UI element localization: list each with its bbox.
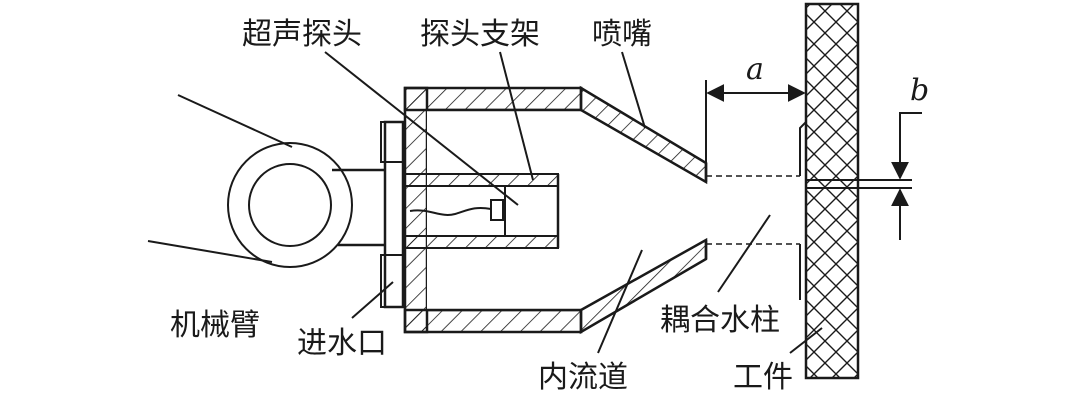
label-workpiece: 工件 xyxy=(733,360,793,395)
label-inner-channel: 内流道 xyxy=(538,360,628,395)
plate-body xyxy=(383,120,405,309)
leader-water-inlet xyxy=(351,281,394,319)
upper-clamp xyxy=(380,121,404,163)
leader-coupling-water xyxy=(717,214,771,293)
leader-nozzle xyxy=(621,51,646,129)
workpiece-body xyxy=(804,2,860,380)
dim-b-leader xyxy=(891,112,922,180)
leader-robot-arm-upper xyxy=(177,94,293,148)
dim-b-label: b xyxy=(910,73,929,108)
robot-arm xyxy=(227,142,385,268)
probe-cable xyxy=(409,206,492,216)
probe-crystal xyxy=(490,199,504,221)
arm-inner-circle xyxy=(248,163,332,247)
dimension-a: a xyxy=(705,52,806,163)
nozzle-upper-wall xyxy=(579,85,708,185)
leader-workpiece xyxy=(789,327,823,354)
label-nozzle: 喷嘴 xyxy=(592,17,652,52)
dim-a-label: a xyxy=(746,52,764,87)
leader-probe-holder xyxy=(499,51,534,181)
mounting-plate xyxy=(380,120,405,309)
housing-bottom-wall xyxy=(403,308,583,334)
label-probe-holder: 探头支架 xyxy=(420,17,540,52)
label-coupling-water-column: 耦合水柱 xyxy=(660,303,780,338)
probe-body xyxy=(504,185,559,237)
leader-robot-arm-lower xyxy=(147,240,273,263)
lower-clamp-water-inlet xyxy=(380,254,404,308)
dimension-b: b xyxy=(806,73,929,240)
arm-outer-circle xyxy=(227,142,353,268)
housing-top-wall xyxy=(403,86,583,112)
label-ultrasonic-probe: 超声探头 xyxy=(242,17,362,52)
text-labels: 超声探头 探头支架 喷嘴 机械臂 进水口 内流道 耦合水柱 工件 xyxy=(170,17,793,395)
leader-ultrasonic-probe xyxy=(324,51,519,206)
workpiece xyxy=(804,2,860,380)
coupling-water-column xyxy=(706,121,807,300)
leader-inner-channel xyxy=(597,249,643,354)
ultrasonic-probe xyxy=(409,185,559,237)
label-water-inlet: 进水口 xyxy=(297,326,387,361)
label-robot-arm: 机械臂 xyxy=(170,308,260,343)
water-spread-upper xyxy=(799,121,807,176)
leader-lines xyxy=(147,51,823,354)
nozzle xyxy=(579,85,708,335)
holder-bottom-sleeve xyxy=(402,235,559,249)
probe-holder-housing xyxy=(403,86,583,334)
